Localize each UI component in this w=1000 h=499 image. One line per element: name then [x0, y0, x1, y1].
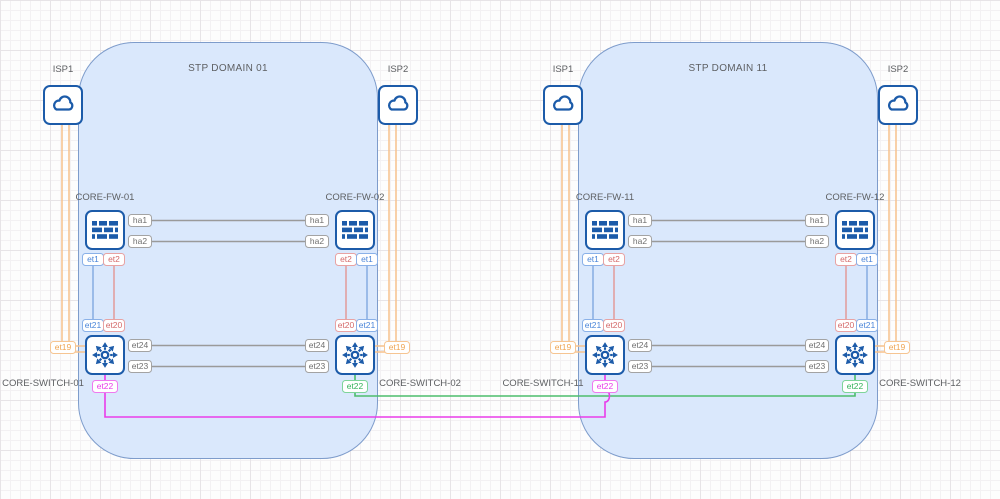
isp2-node[interactable] [878, 85, 918, 125]
port-label-et21[interactable]: et21 [856, 319, 878, 332]
fw-left-name: CORE-FW-01 [75, 192, 135, 203]
switch-arrows-icon [91, 341, 119, 369]
port-label-et20[interactable]: et20 [335, 319, 357, 332]
isp1-label: ISP1 [52, 64, 74, 75]
link-isp2-uplink-b[interactable] [875, 125, 890, 347]
firewall-brick-icon [842, 221, 868, 239]
port-label-et24[interactable]: et24 [305, 339, 329, 352]
port-label-et21[interactable]: et21 [356, 319, 378, 332]
isp1-label: ISP1 [552, 64, 574, 75]
port-label-et21[interactable]: et21 [582, 319, 604, 332]
port-label-et19[interactable]: et19 [550, 341, 576, 354]
sw-left-name: CORE-SWITCH-01 [2, 378, 84, 389]
port-label-et22[interactable]: et22 [592, 380, 618, 393]
link-isp1-uplink-b[interactable] [568, 125, 585, 347]
port-label-et1[interactable]: et1 [582, 253, 604, 266]
link-isp2-uplink-a[interactable] [875, 125, 897, 353]
sw-left-node[interactable] [585, 335, 625, 375]
sw-left-name: CORE-SWITCH-11 [502, 378, 584, 389]
port-label-ha1[interactable]: ha1 [628, 214, 652, 227]
port-label-ha2[interactable]: ha2 [305, 235, 329, 248]
port-label-ha1[interactable]: ha1 [805, 214, 829, 227]
link-isp1-uplink-a[interactable] [61, 125, 85, 353]
port-label-et22[interactable]: et22 [92, 380, 118, 393]
stp-domain-11: STP DOMAIN 11 ISP1 ISP2 CORE-FW-11 CORE-… [500, 0, 1000, 499]
isp2-node[interactable] [378, 85, 418, 125]
fw-right-name: CORE-FW-02 [325, 192, 385, 203]
sw-right-node[interactable] [835, 335, 875, 375]
port-label-et20[interactable]: et20 [103, 319, 125, 332]
fw-left-node[interactable] [585, 210, 625, 250]
sw-right-name: CORE-SWITCH-12 [879, 378, 961, 389]
cloud-icon [387, 95, 409, 111]
stp-domain-01-box[interactable] [78, 42, 378, 459]
cloud-icon [552, 95, 574, 111]
port-label-et19[interactable]: et19 [50, 341, 76, 354]
isp2-label: ISP2 [387, 64, 409, 75]
link-isp1-uplink-b[interactable] [68, 125, 85, 347]
fw-left-node[interactable] [85, 210, 125, 250]
link-isp1-uplink-a[interactable] [561, 125, 585, 353]
cloud-icon [887, 95, 909, 111]
port-label-et19[interactable]: et19 [384, 341, 410, 354]
switch-arrows-icon [841, 341, 869, 369]
fw-right-node[interactable] [835, 210, 875, 250]
port-label-ha2[interactable]: ha2 [628, 235, 652, 248]
sw-right-node[interactable] [335, 335, 375, 375]
port-label-et23[interactable]: et23 [305, 360, 329, 373]
port-label-et24[interactable]: et24 [128, 339, 152, 352]
fw-right-name: CORE-FW-12 [825, 192, 885, 203]
isp1-node[interactable] [43, 85, 83, 125]
port-label-ha2[interactable]: ha2 [805, 235, 829, 248]
switch-arrows-icon [591, 341, 619, 369]
port-label-et19[interactable]: et19 [884, 341, 910, 354]
link-isp2-uplink-a[interactable] [375, 125, 397, 353]
stp-domain-01: STP DOMAIN 01 ISP1 ISP2 CORE-FW-01 CORE-… [2, 63, 461, 393]
port-label-et2[interactable]: et2 [103, 253, 125, 266]
fw-left-name: CORE-FW-11 [575, 192, 635, 203]
port-label-et22[interactable]: et22 [842, 380, 868, 393]
port-label-ha2[interactable]: ha2 [128, 235, 152, 248]
port-label-et23[interactable]: et23 [128, 360, 152, 373]
fw-right-node[interactable] [335, 210, 375, 250]
port-label-et21[interactable]: et21 [82, 319, 104, 332]
port-label-et23[interactable]: et23 [628, 360, 652, 373]
sw-left-node[interactable] [85, 335, 125, 375]
port-label-et2[interactable]: et2 [335, 253, 357, 266]
port-label-et1[interactable]: et1 [856, 253, 878, 266]
firewall-brick-icon [92, 221, 118, 239]
sw-right-name: CORE-SWITCH-02 [379, 378, 461, 389]
cloud-icon [52, 95, 74, 111]
port-label-et1[interactable]: et1 [356, 253, 378, 266]
domain-title: STP DOMAIN 11 [688, 63, 768, 74]
firewall-brick-icon [342, 221, 368, 239]
stp-domain-11-box[interactable] [578, 42, 878, 459]
port-label-et22[interactable]: et22 [342, 380, 368, 393]
port-label-et2[interactable]: et2 [603, 253, 625, 266]
domain-title: STP DOMAIN 01 [188, 63, 268, 74]
port-label-ha1[interactable]: ha1 [305, 214, 329, 227]
port-label-et2[interactable]: et2 [835, 253, 857, 266]
port-label-et20[interactable]: et20 [603, 319, 625, 332]
domain-links [561, 125, 897, 368]
isp2-label: ISP2 [887, 64, 909, 75]
switch-arrows-icon [341, 341, 369, 369]
firewall-brick-icon [592, 221, 618, 239]
port-label-et24[interactable]: et24 [805, 339, 829, 352]
port-label-et20[interactable]: et20 [835, 319, 857, 332]
port-label-et23[interactable]: et23 [805, 360, 829, 373]
link-isp2-uplink-b[interactable] [375, 125, 390, 347]
isp1-node[interactable] [543, 85, 583, 125]
port-label-ha1[interactable]: ha1 [128, 214, 152, 227]
port-label-et1[interactable]: et1 [82, 253, 104, 266]
port-label-et24[interactable]: et24 [628, 339, 652, 352]
